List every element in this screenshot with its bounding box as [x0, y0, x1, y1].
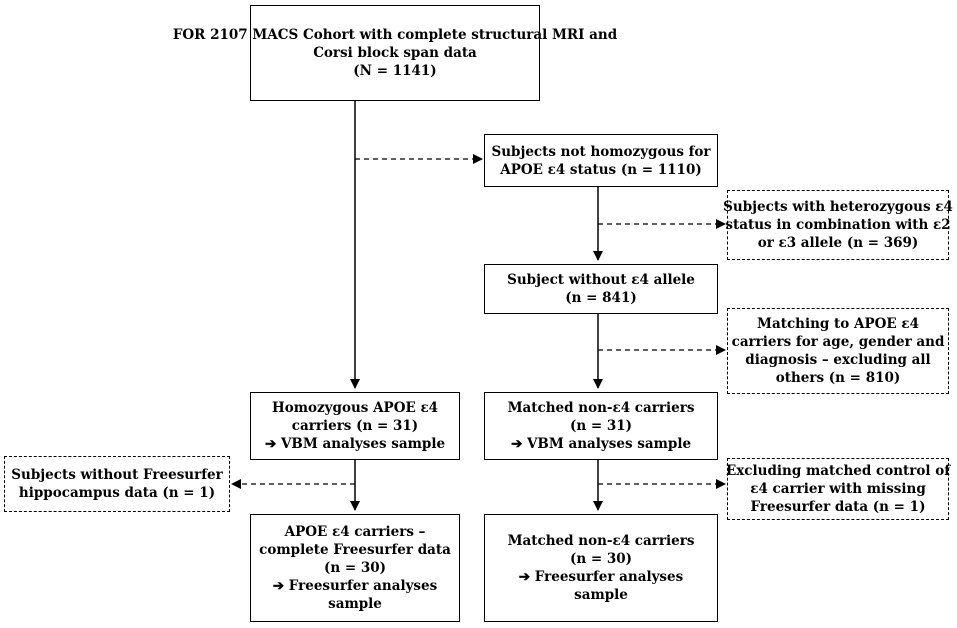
carriers-30-box: APOE ε4 carriers – complete Freesurfer da…	[250, 514, 460, 622]
box-text-line: or ε3 allele (n = 369)	[757, 235, 919, 251]
box-text-line: (n = 31)	[569, 418, 633, 434]
box-text-line: sample	[574, 587, 628, 603]
matching-box: Matching to APOE ε4 carriers for age, gen…	[727, 308, 949, 394]
box-text-line: Matched non-ε4 carriers	[507, 533, 695, 549]
box-text-line: others (n = 810)	[775, 370, 901, 386]
box-text-line: (N = 1141)	[353, 63, 437, 79]
excluding-control-box: Excluding matched control of ε4 carrier w…	[725, 458, 951, 520]
homozygous-box: Homozygous APOE ε4 carriers (n = 31) ➔ VBM…	[250, 392, 460, 460]
box-text-line: ε4 carrier with missing	[750, 481, 926, 497]
box-text-line: diagnosis – excluding all	[745, 352, 931, 368]
cohort-box: FOR 2107 MACS Cohort with complete struc…	[173, 5, 617, 101]
no-freesurfer-box: Subjects without Freesurfer hippocampus d…	[4, 456, 230, 512]
box-text-line: (n = 30)	[569, 551, 633, 567]
box-text-line: hippocampus data (n = 1)	[18, 485, 216, 501]
box-text-line: Matching to APOE ε4	[757, 316, 919, 332]
box-text-line: carriers for age, gender and	[731, 334, 945, 350]
without-e4-box: Subject without ε4 allele (n = 841)	[484, 264, 718, 314]
matched-30-box: Matched non-ε4 carriers (n = 30) ➔ Freesur…	[484, 514, 718, 622]
box-text-line: ➔ VBM analyses sample	[510, 436, 692, 452]
box-text-line: (n = 30)	[323, 560, 387, 576]
box-text-line: Subject without ε4 allele	[507, 272, 695, 288]
box-text-line: status in combination with ε2	[725, 217, 951, 233]
box-text-line: carriers (n = 31)	[291, 418, 419, 434]
matched-31-box: Matched non-ε4 carriers (n = 31) ➔ VBM ana…	[484, 392, 718, 460]
box-text-line: sample	[328, 596, 382, 612]
box-text-line: APOE ε4 carriers –	[284, 524, 426, 540]
box-text-line: Corsi block span data	[313, 45, 477, 61]
box-text-line: Freesurfer data (n = 1)	[750, 499, 926, 515]
box-text-line: Subjects not homozygous for	[491, 143, 711, 160]
box-text-line: Matched non-ε4 carriers	[507, 400, 695, 416]
box-text-line: APOE ε4 status (n = 1110)	[500, 161, 702, 178]
box-text-line: FOR 2107 MACS Cohort with complete struc…	[172, 27, 618, 43]
heterozygous-box: Subjects with heterozygous ε4 status in c…	[723, 190, 953, 260]
box-text-line: ➔ VBM analyses sample	[264, 436, 446, 452]
box-text-line: Subjects without Freesurfer	[11, 467, 223, 483]
box-text-line: complete Freesurfer data	[259, 542, 451, 558]
box-text-line: Excluding matched control of	[725, 463, 951, 479]
box-text-line: (n = 841)	[565, 290, 637, 306]
box-text-line: ➔ Freesurfer analyses	[518, 569, 684, 585]
box-text-line: ➔ Freesurfer analyses	[272, 578, 438, 594]
box-text-line: Homozygous APOE ε4	[271, 400, 439, 416]
box-text-line: Subjects with heterozygous ε4	[723, 199, 953, 215]
